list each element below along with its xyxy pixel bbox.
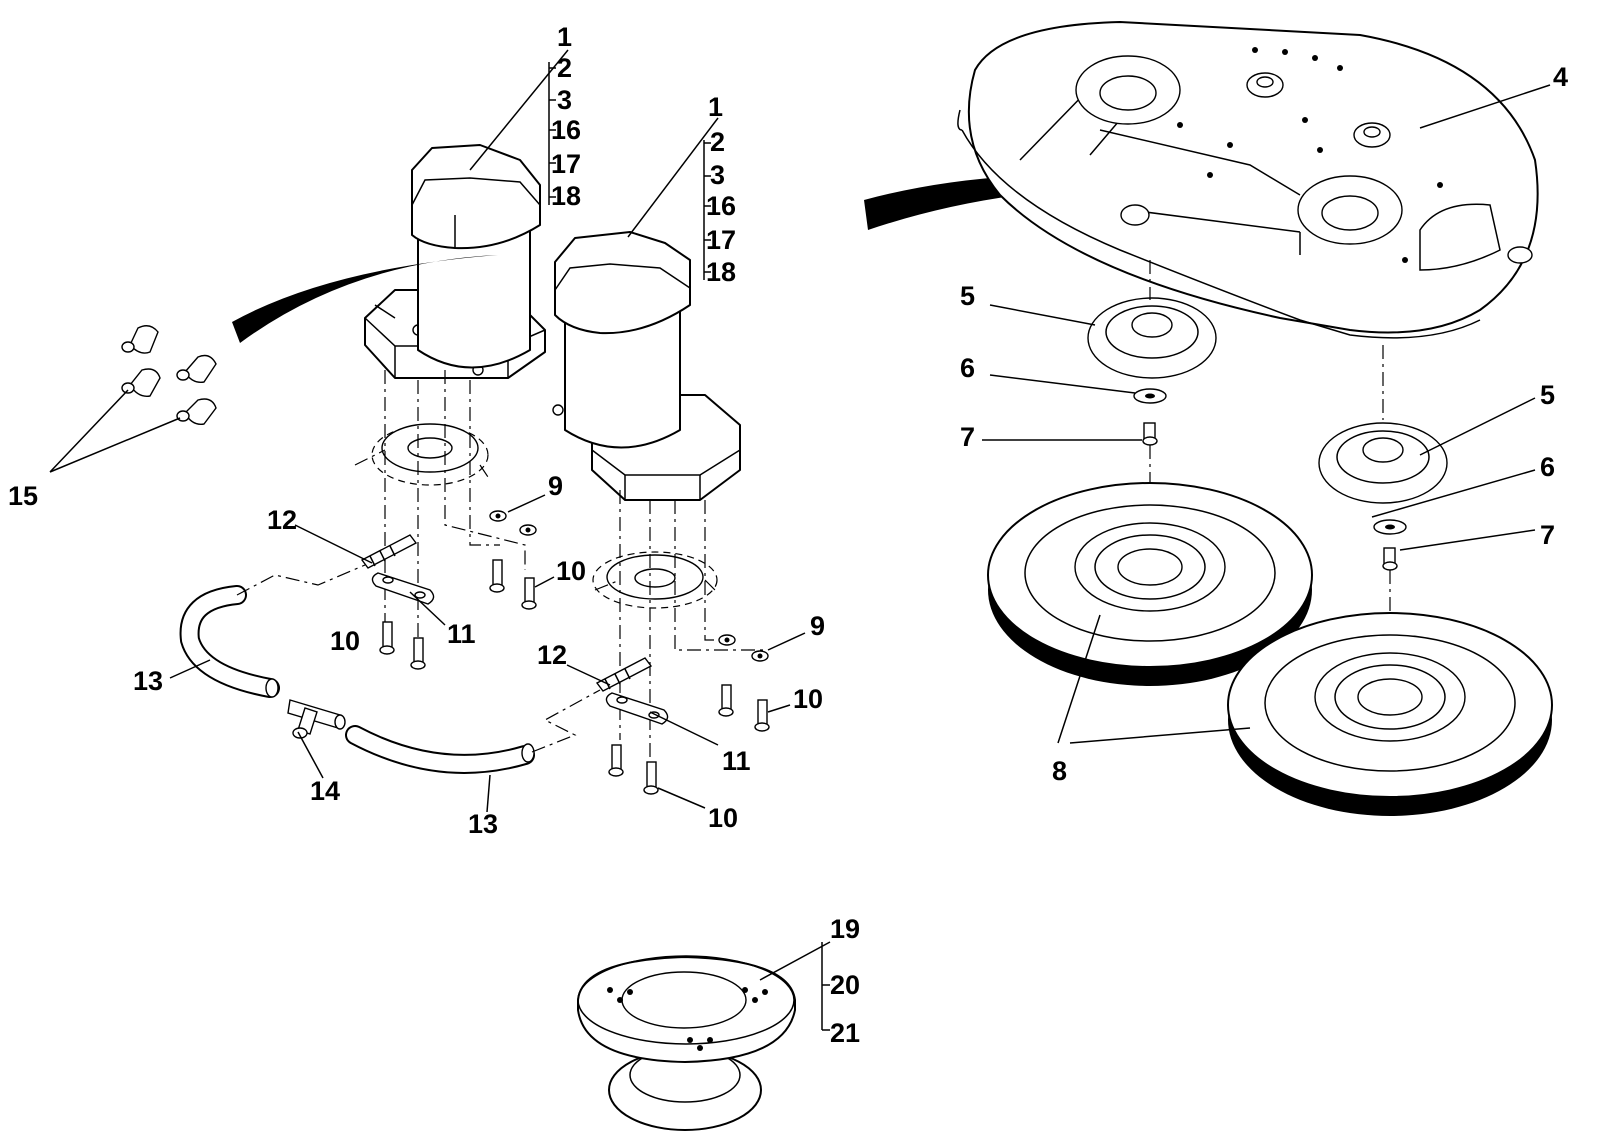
right-motor	[552, 231, 741, 501]
callout-16: 16	[706, 191, 736, 221]
callout-10: 10	[556, 556, 586, 586]
callout-17: 17	[706, 225, 736, 255]
callout-12: 12	[537, 640, 567, 670]
right-gasket	[592, 551, 718, 609]
callout-1: 1	[708, 92, 723, 122]
cover-plate	[957, 21, 1539, 339]
callout-16: 16	[551, 115, 581, 145]
hoses	[179, 564, 601, 774]
hardware-left	[360, 510, 537, 670]
drive-hub-left	[1087, 297, 1217, 446]
tee-fitting	[287, 699, 346, 739]
left-motor	[364, 144, 546, 379]
callout-14: 14	[310, 776, 340, 806]
callout-13: 13	[133, 666, 163, 696]
callout-7: 7	[960, 422, 975, 452]
callout-21: 21	[830, 1018, 860, 1048]
wire-left	[232, 255, 498, 343]
callout-11: 11	[447, 619, 476, 649]
wire-right	[864, 174, 1300, 230]
pad-driver	[577, 955, 796, 1131]
drive-hub-right	[1318, 422, 1448, 571]
brush-right	[1227, 612, 1553, 816]
centerlines-motors	[354, 370, 765, 760]
callout-3: 3	[557, 85, 572, 115]
terminal-boots	[121, 325, 217, 425]
callout-6: 6	[960, 353, 975, 383]
callout-13: 13	[468, 809, 498, 839]
callout-20: 20	[830, 970, 860, 1000]
callout-1: 1	[557, 22, 572, 52]
callout-18: 18	[706, 257, 736, 287]
callout-12: 12	[267, 505, 297, 535]
callout-6: 6	[1540, 452, 1555, 482]
callout-2: 2	[557, 53, 572, 83]
callout-labels: 1 2 3 16 17 18 1 2 3 16 17 18 4 5 6 7 5 …	[8, 22, 1568, 1048]
callout-9: 9	[810, 611, 825, 641]
callout-10: 10	[793, 684, 823, 714]
callout-3: 3	[710, 160, 725, 190]
callout-7: 7	[1540, 520, 1555, 550]
callout-18: 18	[551, 181, 581, 211]
callout-2: 2	[710, 127, 725, 157]
callout-5: 5	[1540, 380, 1555, 410]
callout-17: 17	[551, 149, 581, 179]
callout-5: 5	[960, 281, 975, 311]
callout-10: 10	[708, 803, 738, 833]
callout-10: 10	[330, 626, 360, 656]
brush-left	[987, 482, 1313, 686]
callout-9: 9	[548, 471, 563, 501]
callout-4: 4	[1553, 62, 1568, 92]
callout-11: 11	[722, 746, 751, 776]
leader-lines	[49, 49, 1551, 1031]
callout-19: 19	[830, 914, 860, 944]
callout-15: 15	[8, 481, 38, 511]
hardware-right	[595, 634, 770, 795]
left-gasket	[371, 423, 489, 486]
callout-8: 8	[1052, 756, 1067, 786]
